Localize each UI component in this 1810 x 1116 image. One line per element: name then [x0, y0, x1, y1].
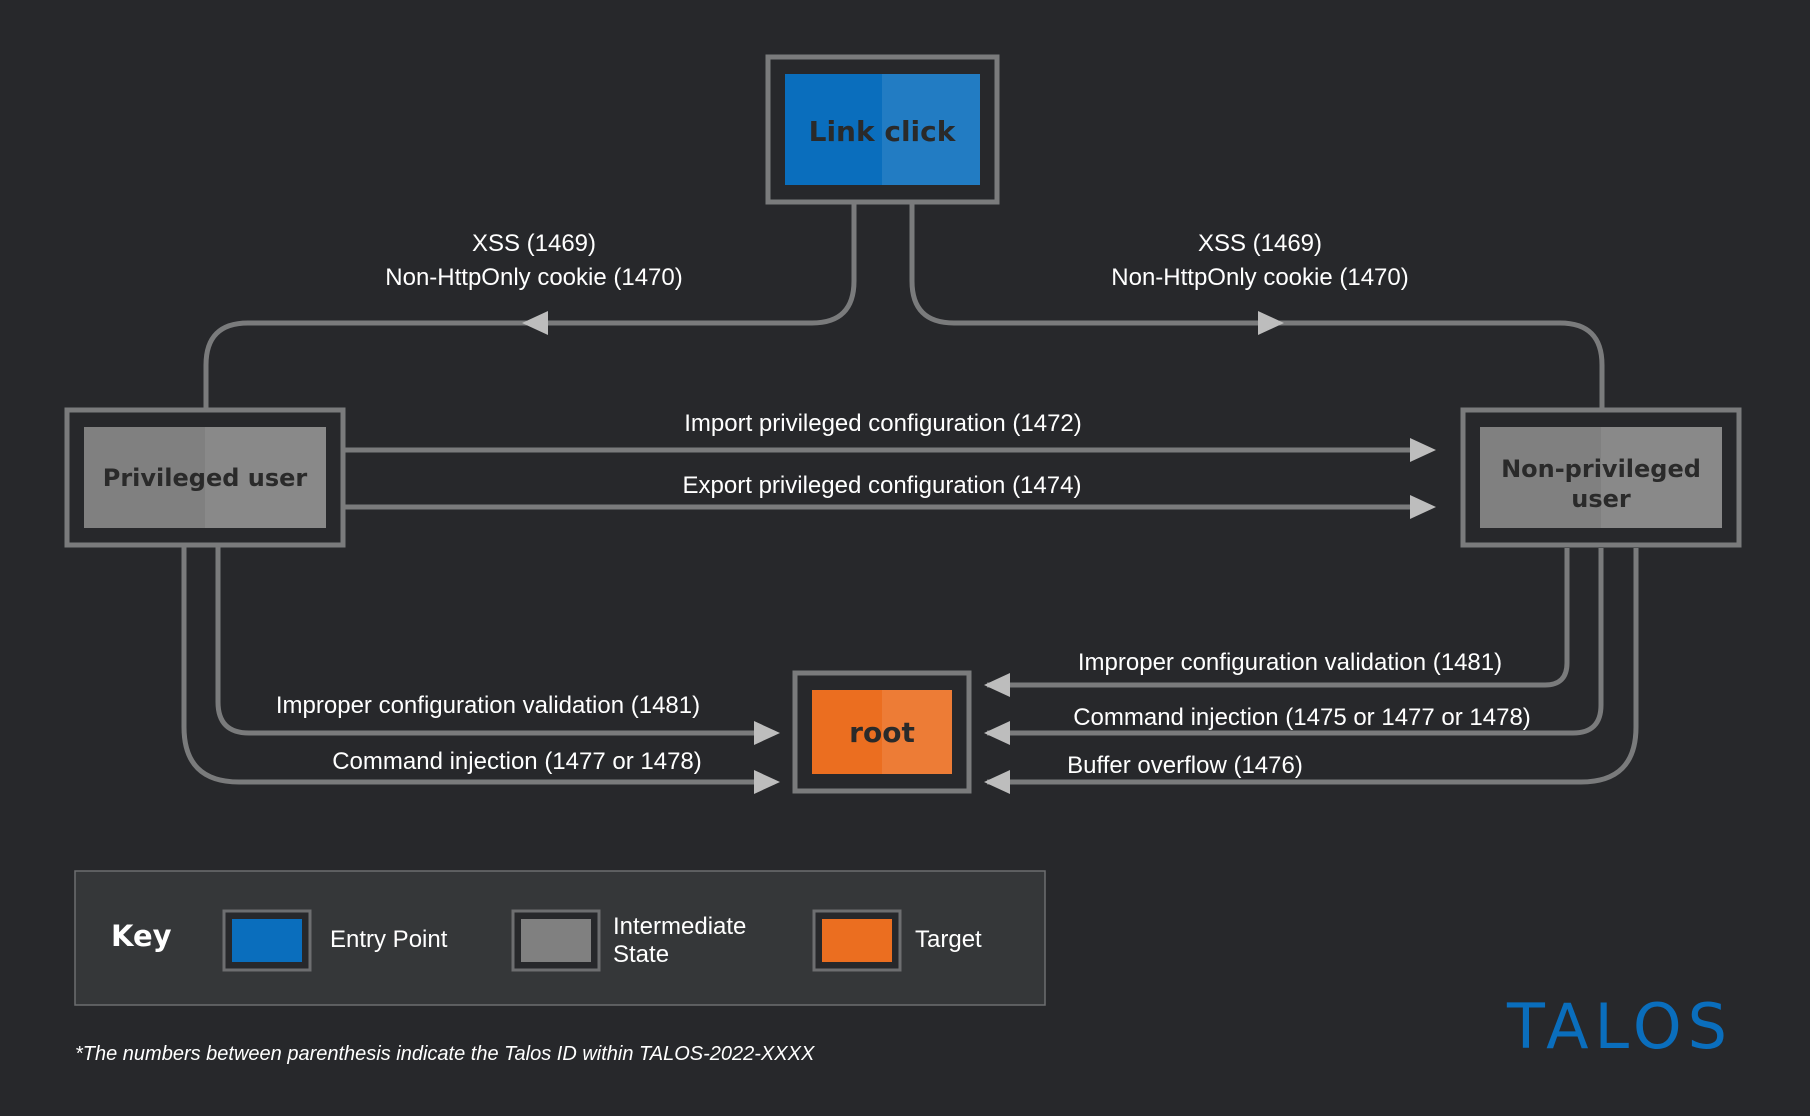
footnote: *The numbers between parenthesis indicat… [75, 1043, 815, 1065]
edge-label-np-improper: Improper configuration validation (1481) [1078, 649, 1502, 676]
node-shade [1601, 427, 1722, 528]
arrowhead-priv-cmd [754, 770, 780, 794]
node-label-root: root [849, 716, 915, 749]
node-shade [205, 427, 326, 528]
edge-label-np-buffer: Buffer overflow (1476) [1067, 752, 1303, 779]
node-root-target: root [792, 670, 972, 794]
arrowhead-right [1258, 311, 1284, 335]
edge-np-cmd [987, 548, 1604, 736]
edge-priv-improper [215, 545, 775, 736]
node-fill [812, 690, 952, 774]
edge-label-priv-improper: Improper configuration validation (1481) [276, 692, 700, 719]
node-label-non-privileged-line-2: user [1571, 485, 1631, 513]
edge-label-export: Export privileged configuration (1474) [683, 472, 1082, 499]
arrowhead-left [522, 311, 548, 335]
arrowhead-np-cmd [984, 721, 1010, 745]
edge-label-np-cmd: Command injection (1475 or 1477 or 1478) [1073, 704, 1531, 731]
legend-target-label: Target [915, 926, 982, 953]
legend-intermediate-swatch-fill [521, 919, 591, 962]
node-privileged-user: Privileged user [64, 407, 346, 548]
legend-intermediate-label-2: State [613, 941, 669, 968]
node-entry-point: Link click [765, 54, 1000, 205]
edge-entry-to-nonprivileged [909, 203, 1605, 410]
edge-label-right-cookie: Non-HttpOnly cookie (1470) [1111, 264, 1408, 291]
arrowhead-np-improper [984, 673, 1010, 697]
legend-entry-swatch-fill [232, 919, 302, 962]
legend-intermediate-label-1: Intermediate [613, 913, 746, 940]
node-label-privileged-user: Privileged user [103, 464, 308, 492]
edge-priv-cmd [181, 545, 775, 785]
arrowheads [522, 311, 1436, 794]
legend-title: Key [111, 919, 172, 953]
edge-np-buffer [987, 548, 1639, 785]
edge-label-priv-cmd: Command injection (1477 or 1478) [332, 748, 702, 775]
talos-logo: TALOS [1506, 990, 1733, 1063]
node-shade [882, 74, 980, 185]
edge-np-improper [987, 548, 1570, 688]
arrowhead-export [1410, 495, 1436, 519]
edge-labels: XSS (1469) Non-HttpOnly cookie (1470) XS… [276, 230, 1531, 779]
edge-label-import: Import privileged configuration (1472) [684, 410, 1082, 437]
arrowhead-priv-improper [754, 721, 780, 745]
node-label-non-privileged-line-1: Non-privileged [1501, 455, 1701, 483]
node-fill [785, 74, 980, 185]
talos-logo-text: TALOS [1506, 990, 1733, 1063]
edge-label-right-xss: XSS (1469) [1198, 230, 1322, 257]
edge-label-left-cookie: Non-HttpOnly cookie (1470) [385, 264, 682, 291]
legend-target-swatch-fill [822, 919, 892, 962]
legend-entry-label: Entry Point [330, 926, 448, 953]
edge-label-left-xss: XSS (1469) [472, 230, 596, 257]
connectors [181, 203, 1639, 785]
legend: Key Entry Point Intermediate State Targe… [74, 870, 1046, 1006]
arrowhead-np-buffer [984, 770, 1010, 794]
node-non-privileged-user: Non-privileged user [1460, 407, 1742, 548]
node-shade [882, 690, 952, 774]
arrowhead-import [1410, 438, 1436, 462]
node-fill [84, 427, 326, 528]
node-label-link-click: Link click [809, 115, 957, 148]
node-fill [1480, 427, 1722, 528]
